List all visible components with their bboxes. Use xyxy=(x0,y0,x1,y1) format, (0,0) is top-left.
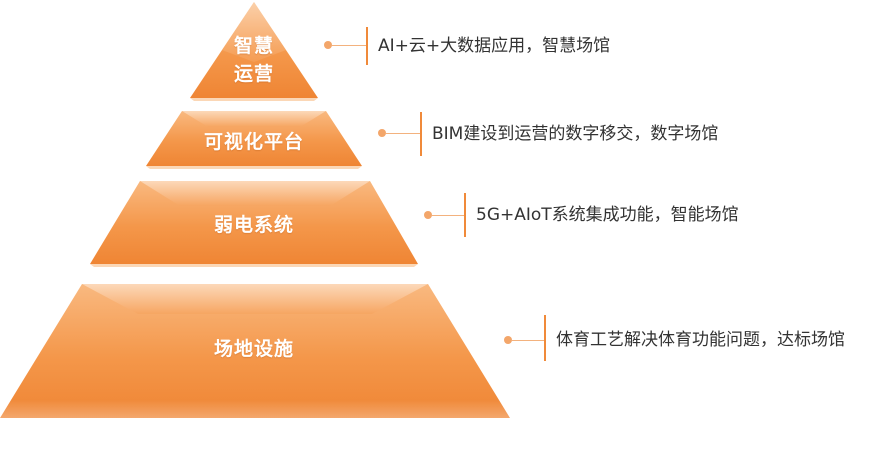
tier-4-shape xyxy=(0,284,520,463)
callout-2-dot xyxy=(378,129,386,137)
callout-3-bar xyxy=(464,193,466,237)
callout-2-bar xyxy=(420,112,422,156)
tier-1-label-line-1: 智慧 xyxy=(233,35,274,57)
callout-2-connector xyxy=(386,133,420,134)
callout-3-text: 5G+AIoT系统集成功能，智能场馆 xyxy=(476,205,739,225)
tier-1-label: 智慧 运营 xyxy=(214,32,294,88)
tier-3-label-line-1: 弱电系统 xyxy=(213,214,294,236)
tier-4-label-line-1: 场地设施 xyxy=(213,338,294,360)
callout-2-text: BIM建设到运营的数字移交，数字场馆 xyxy=(432,124,719,144)
tier-3-shape xyxy=(90,181,418,267)
callout-1-connector xyxy=(332,45,366,46)
callout-4-text: 体育工艺解决体育功能问题，达标场馆 xyxy=(556,330,845,350)
tier-2-label-line-1: 可视化平台 xyxy=(203,131,304,153)
tier-2-shape xyxy=(146,111,362,169)
callout-4-dot xyxy=(504,336,512,344)
tier-1-label-line-2: 运营 xyxy=(233,63,274,85)
callout-1-dot xyxy=(324,41,332,49)
callout-3-dot xyxy=(424,211,432,219)
tier-4-label: 场地设施 xyxy=(174,335,334,363)
callout-3-connector xyxy=(432,215,464,216)
callout-4-connector xyxy=(512,340,544,341)
tier-2-label: 可视化平台 xyxy=(174,128,334,156)
tier-1-shape xyxy=(190,2,318,101)
callout-4-bar xyxy=(544,315,546,361)
callout-1-bar xyxy=(366,27,368,65)
callout-1-text: AI+云+大数据应用，智慧场馆 xyxy=(378,36,611,56)
tier-3-label: 弱电系统 xyxy=(174,211,334,239)
